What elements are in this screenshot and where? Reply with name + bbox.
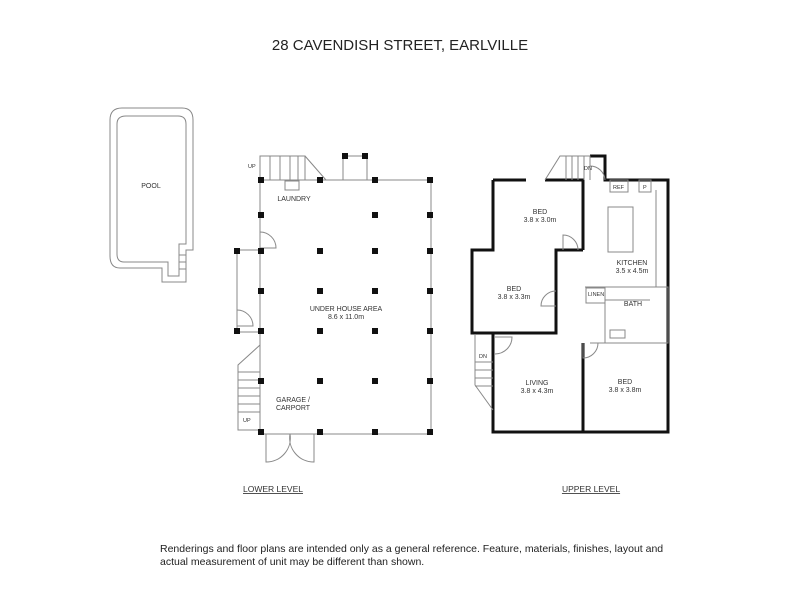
post (342, 153, 348, 159)
post (427, 429, 433, 435)
post (258, 248, 264, 254)
post (372, 378, 378, 384)
post (258, 429, 264, 435)
room-label-bed: BED (618, 379, 632, 386)
post (317, 248, 323, 254)
disclaimer: Renderings and floor plans are intended … (160, 543, 664, 568)
post (317, 288, 323, 294)
room-size-kitchen: 3.5 x 4.5m (616, 268, 649, 275)
room-label-carport: CARPORT (276, 405, 311, 412)
post (234, 248, 240, 254)
post (317, 378, 323, 384)
lower-level-plan (109, 107, 432, 463)
post (372, 288, 378, 294)
post (258, 328, 264, 334)
post (258, 177, 264, 183)
post (427, 212, 433, 218)
door[interactable] (589, 165, 606, 181)
lower-level-label: LOWER LEVEL (243, 484, 303, 494)
post (258, 212, 264, 218)
page-title: 28 CAVENDISH STREET, EARLVILLE (271, 37, 529, 54)
post (427, 177, 433, 183)
pool (109, 107, 194, 283)
stair-lower-top (259, 155, 328, 181)
post (427, 288, 433, 294)
post (372, 328, 378, 334)
upper-level-label: UPPER LEVEL (562, 484, 620, 494)
post (317, 429, 323, 435)
room-size-under-house: 8.6 x 11.0m (328, 314, 364, 321)
stair-label: DN (584, 166, 592, 172)
posts (234, 153, 433, 435)
room-size-bed: 3.8 x 3.0m (524, 217, 557, 224)
stair-label: UP (248, 164, 256, 170)
door[interactable] (259, 231, 277, 249)
room-size-bed: 3.8 x 3.8m (609, 387, 642, 394)
room-label-living: LIVING (526, 380, 549, 387)
room-label-bed: BED (507, 286, 521, 293)
garage-doors[interactable] (265, 433, 315, 463)
post (372, 429, 378, 435)
post (372, 177, 378, 183)
room-size-bed: 3.8 x 3.3m (498, 294, 531, 301)
post (258, 378, 264, 384)
pantry-label: P (643, 185, 647, 191)
post (317, 328, 323, 334)
post (372, 248, 378, 254)
post (427, 328, 433, 334)
room-size-living: 3.8 x 4.3m (521, 388, 554, 395)
door[interactable] (562, 234, 579, 251)
room-label-pool: POOL (141, 183, 161, 190)
post (427, 248, 433, 254)
door[interactable] (236, 309, 254, 327)
post (234, 328, 240, 334)
post (362, 153, 368, 159)
room-label-kitchen: KITCHEN (617, 260, 648, 267)
post (427, 378, 433, 384)
room-label-linen: LINEN (588, 292, 604, 298)
kitchen-island (607, 206, 634, 253)
room-label-bath: BATH (624, 301, 642, 308)
stair-label: UP (243, 418, 251, 424)
stair-label: DN (479, 354, 487, 360)
door[interactable] (540, 290, 557, 307)
post (317, 177, 323, 183)
post (258, 288, 264, 294)
laundry-tub (284, 180, 300, 191)
door[interactable] (582, 342, 599, 359)
room-label-garage: GARAGE / (276, 397, 310, 404)
post (372, 212, 378, 218)
fridge-label: REF (613, 185, 625, 191)
room-label-bed: BED (533, 209, 547, 216)
under-house-outline (259, 179, 432, 435)
room-label-under-house: UNDER HOUSE AREA (310, 306, 383, 313)
door[interactable] (494, 336, 513, 355)
upper-level-plan (470, 154, 670, 434)
stair-lower-left (237, 343, 261, 431)
room-label-laundry: LAUNDRY (277, 196, 311, 203)
